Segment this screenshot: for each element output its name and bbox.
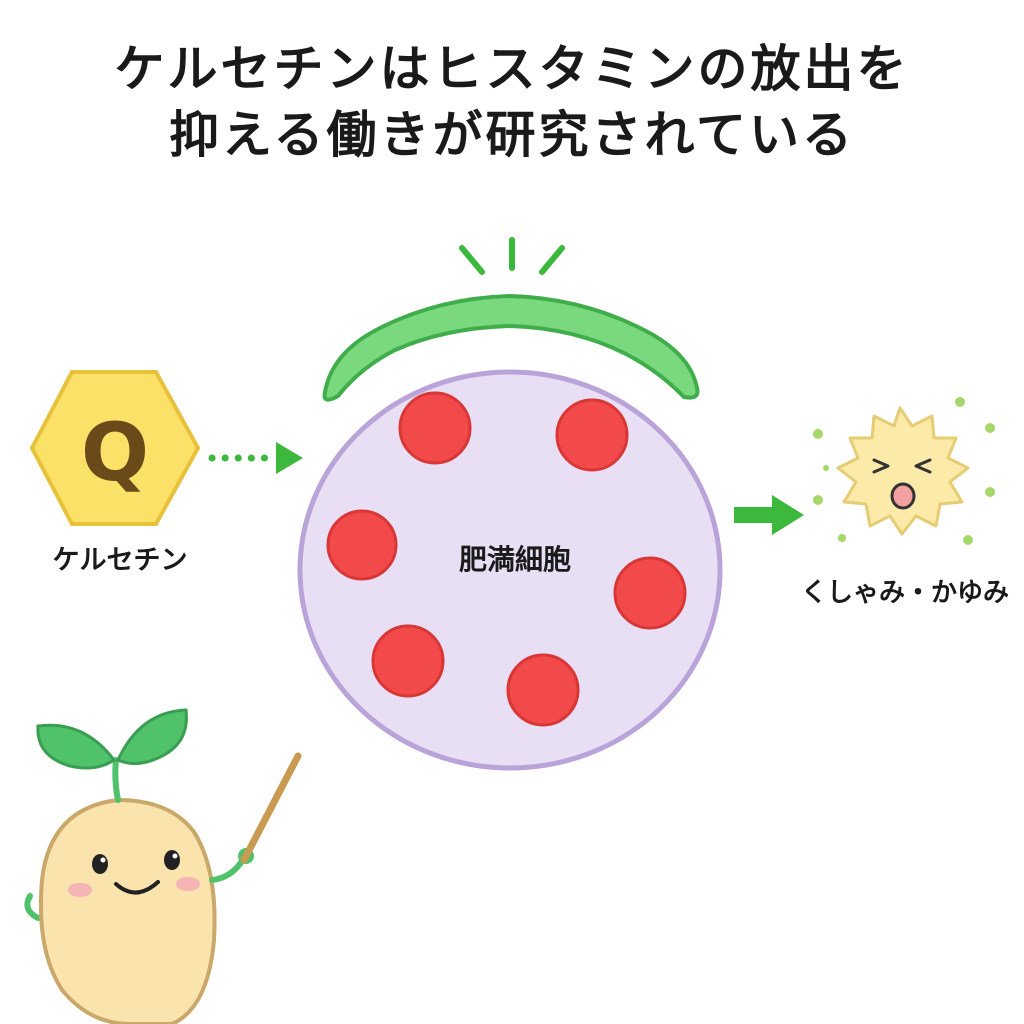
dotted-arrow-icon	[208, 442, 303, 474]
emphasis-lines-icon	[459, 237, 565, 275]
granule	[555, 398, 629, 472]
granule	[398, 391, 472, 465]
pollen-face-icon	[813, 397, 995, 545]
quercetin-hexagon-icon: Q	[29, 370, 201, 526]
cell-cap	[322, 293, 700, 402]
pointer-stick-icon	[240, 752, 302, 864]
symptom-label: くしゃみ・かゆみ	[800, 578, 1009, 608]
granule	[326, 509, 398, 581]
granule	[506, 653, 580, 727]
quercetin-label: ケルセチン	[52, 545, 188, 576]
granule	[613, 556, 687, 630]
quercetin-symbol: Q	[81, 406, 149, 499]
mast-cell-label: 肥満細胞	[458, 543, 571, 576]
sprout-mascot-icon	[24, 708, 302, 1024]
block-arrow-icon	[734, 495, 804, 535]
mast-cell	[297, 293, 723, 771]
title-line-2: 抑える働きが研究されている	[169, 106, 855, 164]
granules	[326, 391, 687, 727]
page-title: ケルセチンはヒスタミンの放出を 抑える働きが研究されている	[0, 36, 1024, 168]
granule	[371, 624, 445, 698]
title-line-1: ケルセチンはヒスタミンの放出を	[114, 40, 910, 98]
